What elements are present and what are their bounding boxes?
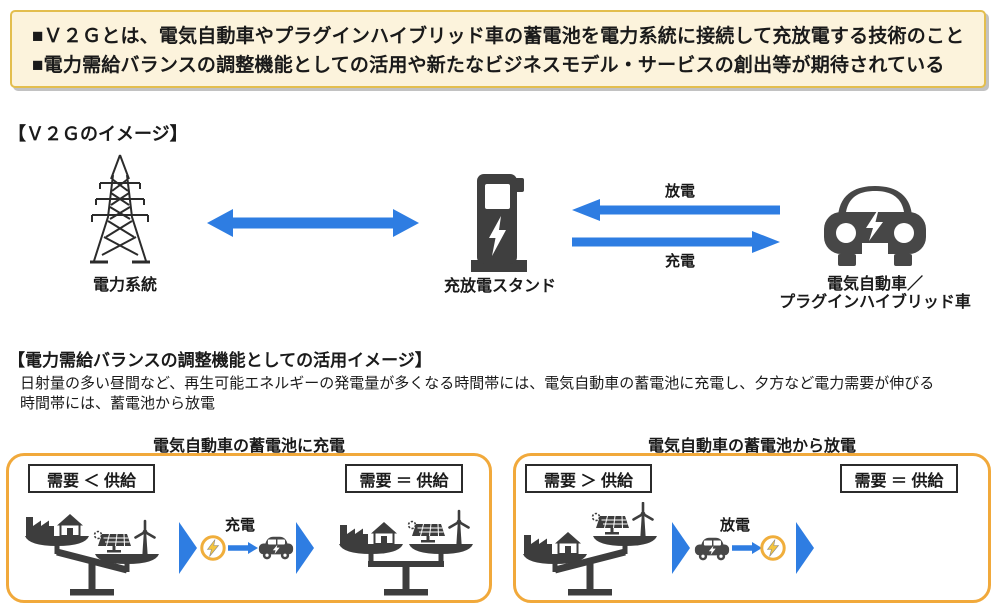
discharge-panel-demand-supply-left: 需要 ＞ 供給 xyxy=(525,464,652,493)
discharge-arrow-icon xyxy=(572,199,780,221)
discharge-action-label: 放電 xyxy=(719,517,750,534)
small-arrow-right-icon xyxy=(732,542,762,554)
charge-arrow-icon xyxy=(572,231,780,253)
discharge-panel-title: 電気自動車の蓄電池から放電 xyxy=(647,438,856,455)
ev-charging-stand-icon xyxy=(471,174,527,272)
discharge-label: 放電 xyxy=(664,183,695,200)
usage-description-line-1: 日射量の多い昼間など、再生可能エネルギーの発電量が多くなる時間帯には、電気自動車… xyxy=(20,375,935,392)
electric-car-icon xyxy=(824,186,926,266)
balance-scale-supply-heavy-icon xyxy=(25,513,159,596)
small-electric-car-icon xyxy=(694,537,730,561)
header-callout-box: ■Ｖ２Ｇとは、電気自動車やプラグインハイブリッド車の蓄電池を電力系統に接続して充… xyxy=(10,10,986,88)
stand-label: 充放電スタンド xyxy=(443,278,556,295)
car-label-line-1: 電気自動車／ xyxy=(826,276,923,293)
charge-panel-demand-supply-right: 需要 ＝ 供給 xyxy=(345,464,463,493)
charge-panel-demand-supply-left: 需要 ＜ 供給 xyxy=(28,464,155,493)
header-line-2: ■電力需給バランスの調整機能としての活用や新たなビジネスモデル・サービスの創出等… xyxy=(32,55,945,76)
header-line-1: ■Ｖ２Ｇとは、電気自動車やプラグインハイブリッド車の蓄電池を電力系統に接続して充… xyxy=(32,26,965,47)
small-arrow-right-icon xyxy=(228,542,258,554)
usage-description: 日射量の多い昼間など、再生可能エネルギーの発電量が多くなる時間帯には、電気自動車… xyxy=(20,374,990,414)
energy-lightning-icon xyxy=(200,535,226,561)
balance-scale-demand-heavy-icon xyxy=(523,502,657,596)
small-electric-car-icon xyxy=(258,536,294,560)
charge-panel-title: 電気自動車の蓄電池に充電 xyxy=(152,438,345,455)
discharge-panel-demand-supply-right: 需要 ＝ 供給 xyxy=(840,464,958,493)
car-label-line-2: プラグインハイブリッド車 xyxy=(779,294,971,311)
double-arrow-icon xyxy=(207,209,419,237)
usage-description-line-2: 時間帯には、蓄電池から放電 xyxy=(20,395,216,412)
car-label: 電気自動車／ プラグインハイブリッド車 xyxy=(775,276,975,312)
charge-label: 充電 xyxy=(664,253,695,270)
charge-action-label: 充電 xyxy=(224,517,255,534)
transmission-tower-icon xyxy=(90,154,150,264)
grid-label: 電力系統 xyxy=(92,277,157,294)
v2g-section-title: 【Ｖ２Ｇのイメージ】 xyxy=(8,124,188,144)
usage-section-title: 【電力需給バランスの調整機能としての活用イメージ】 xyxy=(8,351,432,370)
energy-lightning-icon xyxy=(760,535,786,561)
balance-scale-balanced-icon xyxy=(339,509,473,596)
